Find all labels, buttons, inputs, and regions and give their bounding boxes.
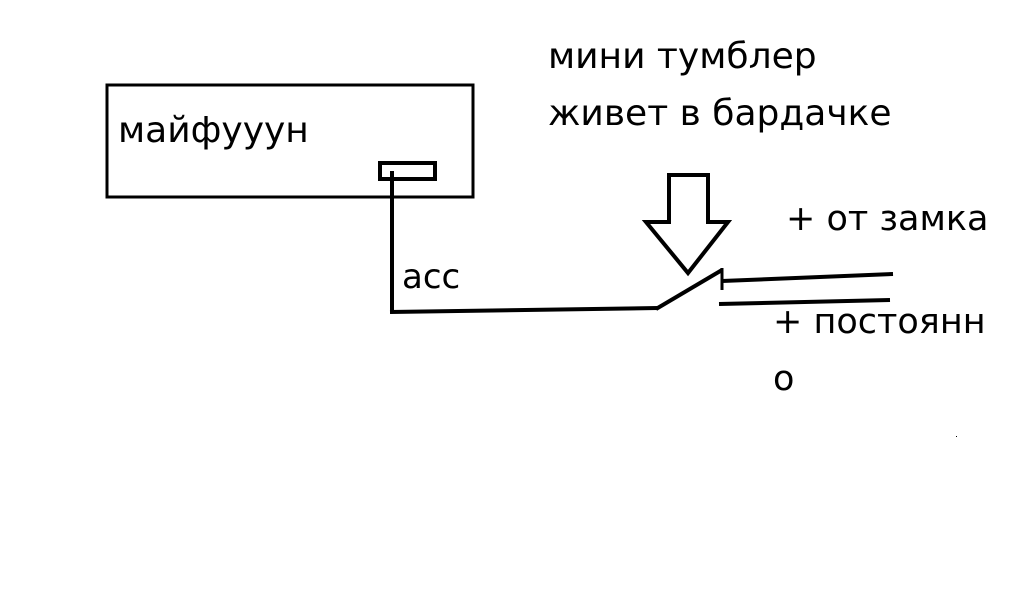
ignition-power-label: + от замка [786, 199, 989, 239]
constant-wire [718, 298, 891, 306]
head-unit-label: майфууун [118, 110, 309, 151]
constant-power-label-line-1: + постоянн [773, 302, 986, 342]
constant-power-label-line-2: о [773, 359, 795, 399]
acc-connector [378, 161, 437, 181]
stray-dot [956, 436, 957, 437]
down-arrow-icon [641, 173, 733, 277]
acc-wire-horizontal [389, 306, 659, 314]
head-unit-box [105, 83, 475, 199]
switch-caption-line-2: живет в бардачке [548, 93, 892, 134]
acc-wire-label: acc [402, 257, 461, 297]
ignition-wire [721, 272, 894, 283]
switch-lever [654, 268, 724, 311]
switch-caption-line-1: мини тумблер [548, 36, 817, 77]
